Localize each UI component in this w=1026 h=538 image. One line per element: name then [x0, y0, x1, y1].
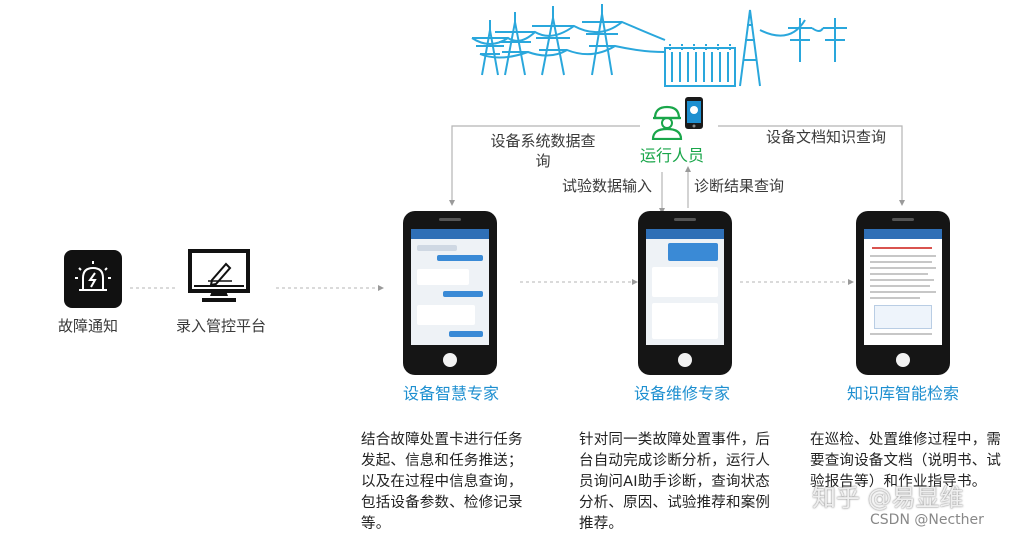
kb-search-phone	[856, 211, 950, 375]
text-line	[870, 333, 932, 335]
smart-expert-phone	[403, 211, 497, 375]
utility-pole-icon	[788, 18, 812, 62]
text-line	[870, 267, 936, 269]
chat-screen	[411, 229, 489, 345]
zhihu-watermark: 知乎 @易显维	[812, 484, 964, 512]
home-button	[896, 353, 910, 367]
edge-label-diag-query: 诊断结果查询	[694, 177, 785, 195]
edge-label-test-input: 试验数据输入	[562, 177, 653, 195]
chat-bubble	[652, 267, 718, 297]
arrow-head-icon	[899, 200, 905, 206]
text-line	[870, 297, 920, 299]
operator-node: 运行人员	[638, 94, 718, 165]
repair-expert-description: 针对同一类故障处置事件，后台自动完成诊断分析，运行人员询问AI助手诊断，查询状态…	[579, 432, 771, 532]
chat-bubble	[417, 269, 469, 285]
smart-expert-label: 设备智慧专家	[403, 384, 500, 403]
smart-expert-description: 结合故障处置卡进行任务发起、信息和任务推送；以及在过程中信息查询，包括设备参数、…	[361, 432, 523, 532]
phone-speaker	[439, 218, 461, 221]
arrow-head-icon	[378, 285, 384, 291]
chat-bubble	[668, 243, 718, 261]
text-line	[870, 279, 934, 281]
transmission-tower-icon	[739, 9, 761, 87]
kb-search-label: 知识库智能检索	[847, 384, 960, 403]
text-line	[870, 285, 930, 287]
repair-expert-label: 设备维修专家	[634, 384, 731, 403]
monitor-icon	[188, 249, 250, 302]
transmission-tower-icon	[472, 20, 508, 76]
text-line	[870, 291, 936, 293]
app-header-bar	[646, 229, 724, 239]
chat-bubble	[417, 245, 457, 251]
edge-label-system-query: 设备系统数据查询	[490, 132, 596, 170]
substation-icon	[664, 44, 736, 87]
operator-label: 运行人员	[640, 146, 705, 165]
kb-search-description: 在巡检、处置维修过程中，需要查询设备文档（说明书、试验报告等）和作业指导书。	[810, 432, 1002, 490]
arrow-head-icon	[449, 200, 455, 206]
fault-notice-node	[64, 250, 122, 308]
arrow-head-icon	[685, 166, 691, 172]
fault-notice-label: 故障通知	[58, 317, 119, 335]
chat-bubble	[417, 305, 475, 325]
chat-bubble	[449, 331, 483, 337]
app-header-bar	[411, 229, 489, 239]
text-line	[870, 255, 936, 257]
document-diagram	[874, 305, 932, 329]
home-button	[678, 353, 692, 367]
arrow-head-icon	[848, 279, 854, 285]
transmission-tower-icon	[582, 4, 622, 76]
chat-bubble	[443, 291, 483, 297]
chat-bubble	[652, 303, 718, 339]
repair-expert-phone	[638, 211, 732, 375]
document-screen	[864, 229, 942, 345]
entry-platform-label: 录入管控平台	[176, 317, 267, 335]
worker-hardhat-icon	[651, 105, 683, 140]
edge-label-doc-query: 设备文档知识查询	[766, 128, 887, 146]
power-tower-illustration	[471, 4, 847, 87]
app-header-bar	[864, 229, 942, 239]
text-line	[870, 261, 932, 263]
text-line	[870, 273, 928, 275]
chat-bubble	[437, 255, 483, 261]
mobile-phone-icon	[685, 97, 703, 129]
alarm-siren-icon	[75, 261, 111, 291]
arrow-head-icon	[632, 279, 638, 285]
utility-pole-icon	[823, 18, 847, 62]
chat-screen	[646, 229, 724, 345]
csdn-watermark: CSDN @Necther	[870, 512, 984, 528]
phone-speaker	[892, 218, 914, 221]
home-button	[443, 353, 457, 367]
phone-speaker	[674, 218, 696, 221]
text-line	[872, 247, 932, 249]
